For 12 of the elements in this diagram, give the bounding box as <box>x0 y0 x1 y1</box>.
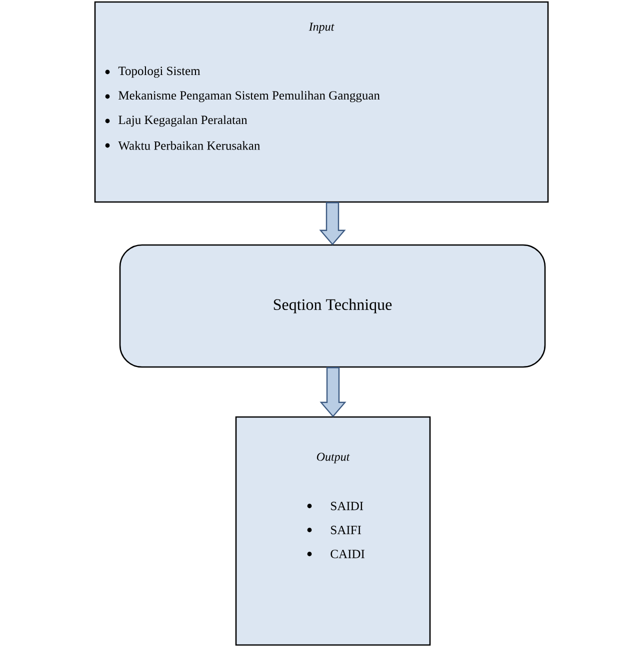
list-item: Waktu Perbaikan Kerusakan <box>118 141 260 150</box>
list-item: Topologi Sistem <box>118 66 200 78</box>
list-item: SAIDI <box>331 502 364 510</box>
list-item: Laju Kegagalan Peralatan <box>118 115 248 127</box>
list-item: Mekanisme Pengaman Sistem Pemulihan Gangguan <box>118 90 380 102</box>
heading: Output <box>316 452 350 464</box>
box-label: Seqtion Technique <box>274 298 392 314</box>
list-item: CAIDI <box>330 550 364 558</box>
block-arrow <box>320 367 346 418</box>
block-arrow <box>319 202 346 246</box>
list-item: SAIFI <box>331 526 361 534</box>
heading: Input <box>308 22 334 34</box>
